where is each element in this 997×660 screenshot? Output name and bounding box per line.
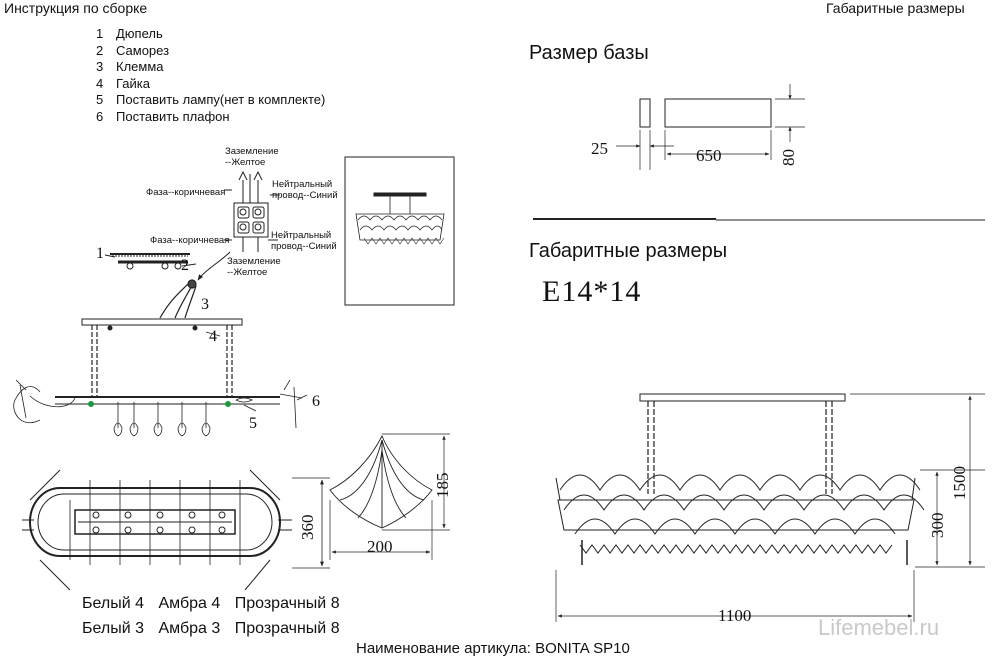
product-thumbnail — [344, 156, 455, 306]
article-name: Наименование артикула: BONITA SP10 — [356, 640, 630, 657]
overall-dimensions-drawing — [555, 393, 985, 622]
shade-colors-row-2: Белый 3 Амбра 3 Прозрачный 8 — [82, 620, 340, 637]
ground-label-bottom: Заземление --Желтое — [227, 256, 281, 278]
callout-5: 5 — [249, 415, 257, 432]
phase-label-bottom: Фаза--коричневая — [150, 235, 230, 246]
neutral-label-bottom: Нейтральный провод--Синий — [271, 230, 337, 252]
socket-type: E14*14 — [542, 275, 642, 308]
base-width-value: 650 — [696, 146, 722, 165]
shade-detail — [329, 433, 450, 560]
base-size-drawing — [616, 84, 805, 170]
watermark: Lifemebel.ru — [818, 615, 940, 640]
callout-1: 1 — [96, 245, 104, 262]
section-divider — [533, 218, 985, 221]
shade-width-value: 200 — [367, 537, 393, 556]
overall-dimensions-title: Габаритные размеры — [529, 240, 728, 262]
ceiling-mount — [104, 253, 197, 270]
assembly-instructions-title: Инструкция по сборке — [4, 0, 148, 16]
base-size-title: Размер базы — [529, 42, 649, 64]
terminal-wires — [159, 279, 197, 319]
callout-2: 2 — [181, 257, 189, 274]
base-depth-value: 25 — [591, 139, 608, 158]
overall-height-value: 1500 — [950, 466, 969, 500]
dimensions-header: Габаритные размеры — [826, 0, 965, 16]
callout-4: 4 — [209, 328, 217, 345]
phase-label-top: Фаза--коричневая — [146, 187, 226, 198]
assembly-side-view — [13, 318, 308, 437]
shade-colors-row-1: Белый 4 Амбра 4 Прозрачный 8 — [82, 595, 340, 612]
base-height-value: 80 — [779, 149, 798, 166]
plan-view — [22, 469, 330, 591]
callout-6: 6 — [312, 393, 320, 410]
ground-label-top: Заземление --Желтое — [225, 146, 279, 168]
plan-depth-value: 360 — [298, 514, 317, 541]
wiring-diagram — [197, 170, 280, 281]
shade-height-value: 185 — [433, 472, 452, 499]
callout-3: 3 — [201, 296, 209, 313]
body-height-value: 300 — [928, 512, 947, 539]
neutral-label-top: Нейтральный провод--Синий — [272, 179, 338, 201]
ground-connection-dots — [88, 401, 231, 407]
overall-length-value: 1100 — [718, 606, 752, 625]
